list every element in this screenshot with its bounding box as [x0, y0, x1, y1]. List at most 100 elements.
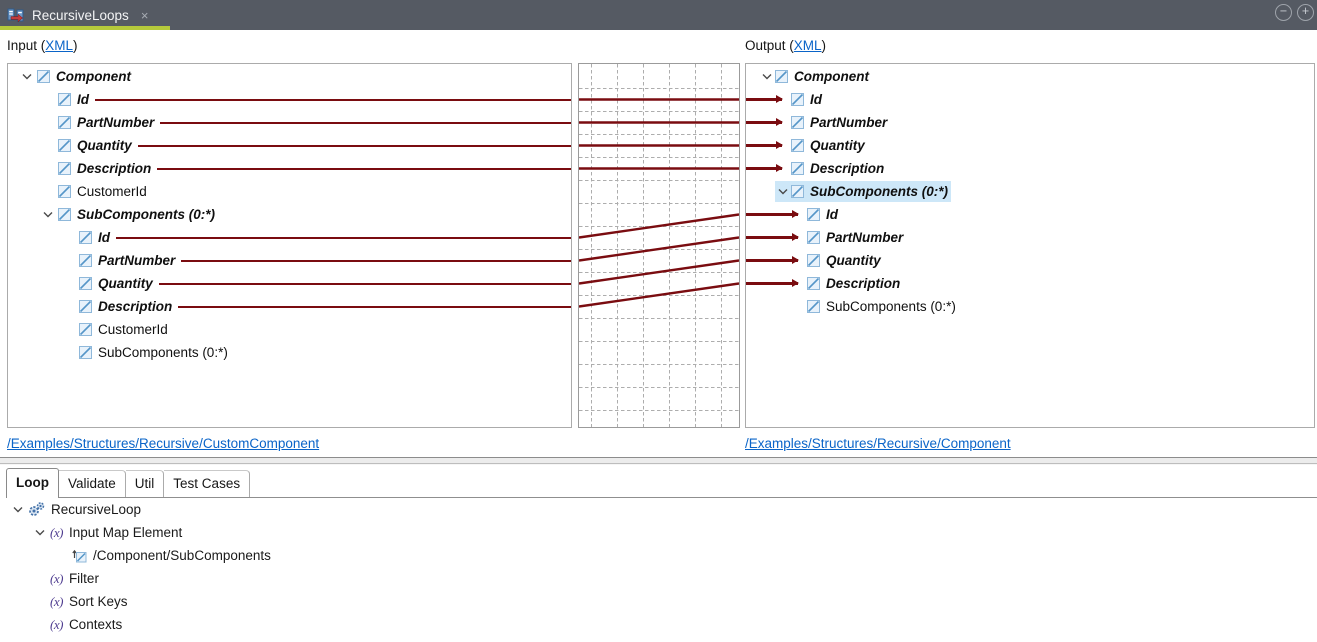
mapping-line — [157, 167, 571, 170]
tree-item-label: Quantity — [810, 138, 865, 153]
mapping-line — [137, 144, 571, 147]
input-tree-row-quantity[interactable]: Quantity — [8, 134, 571, 157]
input-tree-row-partnumber[interactable]: PartNumber — [8, 249, 571, 272]
xml-element-icon — [791, 93, 804, 106]
input-tree-row-subcomponents-0[interactable]: SubComponents (0:*) — [8, 203, 571, 226]
output-tree-row-quantity[interactable]: Quantity — [746, 249, 1314, 272]
loop-tree-row-contexts[interactable]: (x)Contexts — [0, 613, 1317, 636]
output-tree-row-partnumber[interactable]: PartNumber — [746, 111, 1314, 134]
chevron-down-icon[interactable] — [22, 73, 32, 80]
mapping-line — [95, 98, 571, 101]
editor-tab-bar: RecursiveLoops × − + — [0, 0, 1317, 30]
loop-definition-tree: RecursiveLoop(x)Input Map Element/Compon… — [0, 498, 1317, 636]
output-tree-row-component[interactable]: Component — [746, 65, 1314, 88]
input-schema-path-link[interactable]: /Examples/Structures/Recursive/CustomCom… — [7, 436, 320, 451]
tab-validate[interactable]: Validate — [59, 470, 126, 497]
loop-tree-row-filter[interactable]: (x)Filter — [0, 567, 1317, 590]
expression-fx-icon: (x) — [50, 593, 63, 609]
mapping-arrow — [746, 255, 799, 265]
loop-tree-row-sort-keys[interactable]: (x) Sort Keys — [0, 590, 1317, 613]
mapping-canvas — [578, 63, 740, 428]
loop-tree-row-component-subcomponents[interactable]: /Component/SubComponents — [0, 544, 1317, 567]
chevron-down-icon[interactable] — [762, 73, 772, 80]
output-tree-row-quantity[interactable]: Quantity — [746, 134, 1314, 157]
mapping-arrow — [746, 117, 783, 127]
output-tree-row-subcomponents-0[interactable]: SubComponents (0:*) — [746, 295, 1314, 318]
loop-tree-row-input-map-element[interactable]: (x)Input Map Element — [0, 521, 1317, 544]
input-tree-row-partnumber[interactable]: PartNumber — [8, 111, 571, 134]
tree-item-label: Id — [826, 207, 838, 222]
mapping-arrow — [746, 209, 799, 219]
input-tree-row-id[interactable]: Id — [8, 88, 571, 111]
tree-item-label: Sort Keys — [68, 594, 128, 609]
xml-element-icon — [79, 277, 92, 290]
xml-element-icon — [807, 300, 820, 313]
input-tree-row-subcomponents-0[interactable]: SubComponents (0:*) — [8, 341, 571, 364]
tree-item-label: Quantity — [77, 138, 132, 153]
xml-element-icon — [79, 346, 92, 359]
input-tree-row-customerid[interactable]: CustomerId — [8, 180, 571, 203]
mapping-line — [116, 236, 571, 239]
tree-item-label: Id — [810, 92, 822, 107]
chevron-down-icon[interactable] — [778, 188, 788, 195]
output-header-suffix: ) — [821, 38, 827, 53]
close-tab-icon[interactable]: × — [140, 7, 149, 23]
mapping-arrow — [746, 278, 799, 288]
output-schema-path-link[interactable]: /Examples/Structures/Recursive/Component — [745, 436, 1011, 451]
output-tree-row-subcomponents-0[interactable]: SubComponents (0:*) — [746, 180, 1314, 203]
chevron-down-icon[interactable] — [43, 211, 53, 218]
output-tree-row-description[interactable]: Description — [746, 272, 1314, 295]
xml-element-icon — [79, 323, 92, 336]
tab-loop[interactable]: Loop — [6, 468, 59, 498]
mapping-connection[interactable] — [578, 213, 740, 239]
input-tree-row-quantity[interactable]: Quantity — [8, 272, 571, 295]
expand-circle-icon[interactable]: + — [1297, 4, 1314, 21]
mapping-connection[interactable] — [578, 236, 740, 262]
expression-fx-icon: (x) — [50, 524, 63, 540]
output-tree-row-id[interactable]: Id — [746, 203, 1314, 226]
tree-item-label: Id — [77, 92, 89, 107]
output-tree-row-description[interactable]: Description — [746, 157, 1314, 180]
input-xml-link[interactable]: XML — [45, 38, 74, 53]
output-xml-link[interactable]: XML — [793, 38, 822, 53]
input-header-suffix: ) — [73, 38, 78, 53]
tree-item-label: Quantity — [98, 276, 153, 291]
output-tree-row-partnumber[interactable]: PartNumber — [746, 226, 1314, 249]
mapping-connection[interactable] — [578, 259, 740, 285]
tree-item-label: Description — [77, 161, 152, 176]
xml-element-icon — [58, 185, 71, 198]
xml-element-icon — [79, 300, 92, 313]
chevron-down-icon[interactable] — [35, 529, 45, 536]
input-tree-row-id[interactable]: Id — [8, 226, 571, 249]
input-tree-row-description[interactable]: Description — [8, 295, 571, 318]
tree-item-label: Component — [794, 69, 869, 84]
tree-item-label: SubComponents (0:*) — [826, 299, 956, 314]
collapse-circle-icon[interactable]: − — [1275, 4, 1292, 21]
tree-item-label: PartNumber — [810, 115, 888, 130]
tree-item-label: Description — [98, 299, 173, 314]
chevron-down-icon[interactable] — [13, 506, 23, 513]
input-tree-row-description[interactable]: Description — [8, 157, 571, 180]
input-tree-row-component[interactable]: Component — [8, 65, 571, 88]
xml-element-icon — [807, 208, 820, 221]
horizontal-splitter[interactable] — [0, 457, 1317, 465]
tab-util[interactable]: Util — [125, 470, 165, 497]
tab-test-cases[interactable]: Test Cases — [164, 470, 251, 497]
mapping-lines-canvas[interactable] — [578, 64, 740, 427]
loop-tree-row-recursiveloop[interactable]: RecursiveLoop — [0, 498, 1317, 521]
tree-item-label: Filter — [68, 571, 99, 586]
expression-fx-icon: (x) — [50, 616, 63, 632]
xml-element-icon — [58, 93, 71, 106]
output-tree-row-id[interactable]: Id — [746, 88, 1314, 111]
mapping-connection[interactable] — [578, 282, 740, 308]
document-tab-title: RecursiveLoops — [32, 7, 129, 23]
input-tree-row-customerid[interactable]: CustomerId — [8, 318, 571, 341]
document-tab-recursiveloops[interactable]: RecursiveLoops × — [0, 0, 170, 30]
output-header-prefix: Output ( — [745, 38, 794, 53]
mapping-arrow — [746, 140, 783, 150]
xml-element-icon — [791, 139, 804, 152]
input-header-prefix: Input ( — [7, 38, 46, 53]
tree-item-label: Id — [98, 230, 110, 245]
